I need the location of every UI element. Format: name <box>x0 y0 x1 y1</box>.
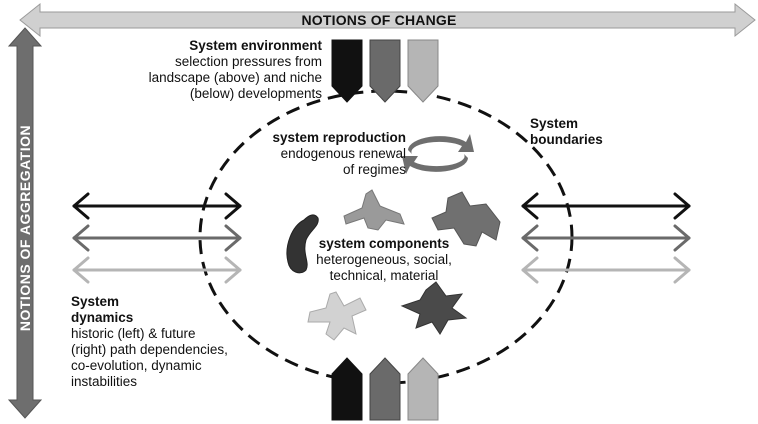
reproduction-text: system reproduction endogenous renewal o… <box>206 130 406 178</box>
dynamics-arrows-left <box>72 192 242 284</box>
environment-text: System environment selection pressures f… <box>100 38 322 102</box>
reproduction-line: of regimes <box>342 162 406 177</box>
component-shape-light-star <box>307 291 367 341</box>
environment-arrow-top-dark <box>369 39 401 103</box>
reproduction-line: endogenous renewal <box>280 146 406 161</box>
dynamics-line: co-evolution, dynamic <box>71 358 202 373</box>
notions-of-change-arrow <box>19 2 756 38</box>
dynamics-line: instabilities <box>71 374 138 389</box>
notions-of-change-label: NOTIONS OF CHANGE <box>301 12 457 28</box>
boundaries-line: boundaries <box>530 132 603 147</box>
environment-line: (below) developments <box>189 86 322 101</box>
notions-of-aggregation-arrow <box>7 27 43 419</box>
dynamics-title-line: System <box>71 294 120 309</box>
notions-of-aggregation-label: NOTIONS OF AGGREGATION <box>17 124 33 332</box>
niche-arrow-bottom-dark <box>369 357 401 421</box>
environment-title: System environment <box>189 38 322 53</box>
boundaries-line: System <box>530 116 579 131</box>
reproduction-cycle-icon <box>402 134 474 174</box>
component-shape-dark-cross <box>431 191 501 247</box>
components-title: system components <box>318 236 450 251</box>
component-shape-dark-starburst <box>400 281 468 335</box>
dynamics-line: (right) path dependencies, <box>71 342 228 357</box>
dynamics-arrows-right <box>521 192 691 284</box>
dynamics-title-line: dynamics <box>71 310 134 325</box>
environment-line: landscape (above) and niche <box>148 70 322 85</box>
boundaries-text: System boundaries <box>530 116 650 148</box>
niche-arrow-bottom-light <box>407 357 439 421</box>
environment-line: selection pressures from <box>174 54 322 69</box>
components-text: system components heterogeneous, social,… <box>296 236 472 284</box>
environment-arrow-top-black <box>331 39 363 103</box>
components-line: technical, material <box>329 268 439 283</box>
niche-arrow-bottom-black <box>331 357 363 421</box>
reproduction-title: system reproduction <box>272 130 406 145</box>
dynamics-line: historic (left) & future <box>71 326 196 341</box>
dynamics-text: System dynamics historic (left) & future… <box>71 294 301 390</box>
component-shape-gray-tripod <box>343 189 405 231</box>
component-shape-black-bean <box>286 214 319 274</box>
environment-arrow-top-light <box>407 39 439 103</box>
components-line: heterogeneous, social, <box>316 252 452 267</box>
